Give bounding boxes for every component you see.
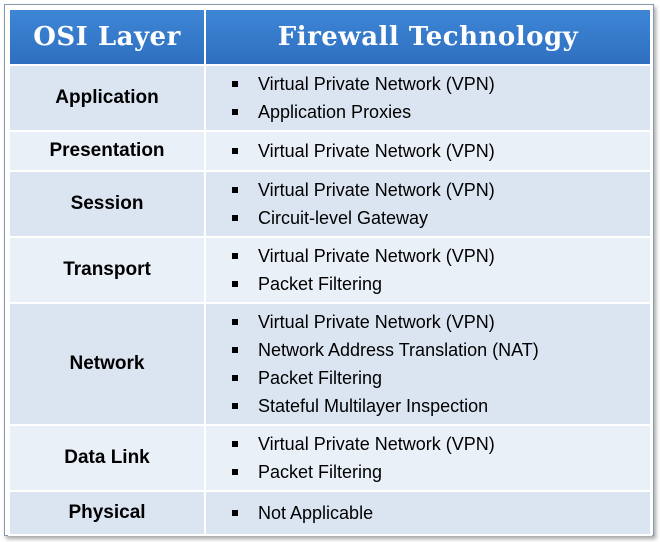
list-item: Virtual Private Network (VPN) (232, 308, 650, 336)
list-item: Virtual Private Network (VPN) (232, 430, 650, 458)
square-bullet-icon (232, 253, 238, 259)
list-item: Circuit-level Gateway (232, 204, 650, 232)
tech-list: Virtual Private Network (VPN) Packet Fil… (206, 238, 650, 302)
list-item: Stateful Multilayer Inspection (232, 392, 650, 420)
table-row: Session Virtual Private Network (VPN) Ci… (8, 170, 652, 238)
tech-list: Virtual Private Network (VPN) Applicatio… (206, 66, 650, 130)
square-bullet-icon (232, 187, 238, 193)
square-bullet-icon (232, 403, 238, 409)
tech-cell: Not Applicable (204, 490, 652, 536)
square-bullet-icon (232, 510, 238, 516)
square-bullet-icon (232, 215, 238, 221)
layer-cell: Network (8, 302, 206, 426)
list-item: Packet Filtering (232, 270, 650, 298)
list-item: Not Applicable (232, 499, 650, 527)
layer-cell: Presentation (8, 130, 206, 172)
list-item: Virtual Private Network (VPN) (232, 137, 650, 165)
square-bullet-icon (232, 347, 238, 353)
list-item: Network Address Translation (NAT) (232, 336, 650, 364)
tech-cell: Virtual Private Network (VPN) Circuit-le… (204, 170, 652, 238)
square-bullet-icon (232, 148, 238, 154)
table-frame: OSI Layer Firewall Technology Applicatio… (4, 4, 654, 536)
tech-cell: Virtual Private Network (VPN) (204, 130, 652, 172)
header-osi-layer: OSI Layer (8, 8, 206, 66)
tech-list: Virtual Private Network (VPN) Packet Fil… (206, 426, 650, 490)
square-bullet-icon (232, 375, 238, 381)
table-header-row: OSI Layer Firewall Technology (8, 8, 652, 66)
osi-firewall-table: OSI Layer Firewall Technology Applicatio… (8, 8, 652, 536)
square-bullet-icon (232, 281, 238, 287)
tech-cell: Virtual Private Network (VPN) Applicatio… (204, 64, 652, 132)
square-bullet-icon (232, 81, 238, 87)
list-item: Application Proxies (232, 98, 650, 126)
square-bullet-icon (232, 441, 238, 447)
table-row: Presentation Virtual Private Network (VP… (8, 130, 652, 172)
layer-cell: Session (8, 170, 206, 238)
tech-list: Virtual Private Network (VPN) Network Ad… (206, 304, 650, 424)
list-item: Virtual Private Network (VPN) (232, 242, 650, 270)
tech-cell: Virtual Private Network (VPN) Packet Fil… (204, 236, 652, 304)
tech-list: Virtual Private Network (VPN) (206, 133, 650, 169)
list-item: Virtual Private Network (VPN) (232, 70, 650, 98)
tech-list: Not Applicable (206, 495, 650, 531)
layer-cell: Transport (8, 236, 206, 304)
header-firewall-technology: Firewall Technology (204, 8, 652, 66)
tech-cell: Virtual Private Network (VPN) Packet Fil… (204, 424, 652, 492)
list-item: Virtual Private Network (VPN) (232, 176, 650, 204)
square-bullet-icon (232, 109, 238, 115)
table-row: Network Virtual Private Network (VPN) Ne… (8, 302, 652, 426)
tech-list: Virtual Private Network (VPN) Circuit-le… (206, 172, 650, 236)
square-bullet-icon (232, 469, 238, 475)
layer-cell: Physical (8, 490, 206, 536)
table-row: Transport Virtual Private Network (VPN) … (8, 236, 652, 304)
table-row: Data Link Virtual Private Network (VPN) … (8, 424, 652, 492)
layer-cell: Data Link (8, 424, 206, 492)
table-row: Physical Not Applicable (8, 490, 652, 536)
list-item: Packet Filtering (232, 364, 650, 392)
table-row: Application Virtual Private Network (VPN… (8, 64, 652, 132)
square-bullet-icon (232, 319, 238, 325)
layer-cell: Application (8, 64, 206, 132)
list-item: Packet Filtering (232, 458, 650, 486)
tech-cell: Virtual Private Network (VPN) Network Ad… (204, 302, 652, 426)
